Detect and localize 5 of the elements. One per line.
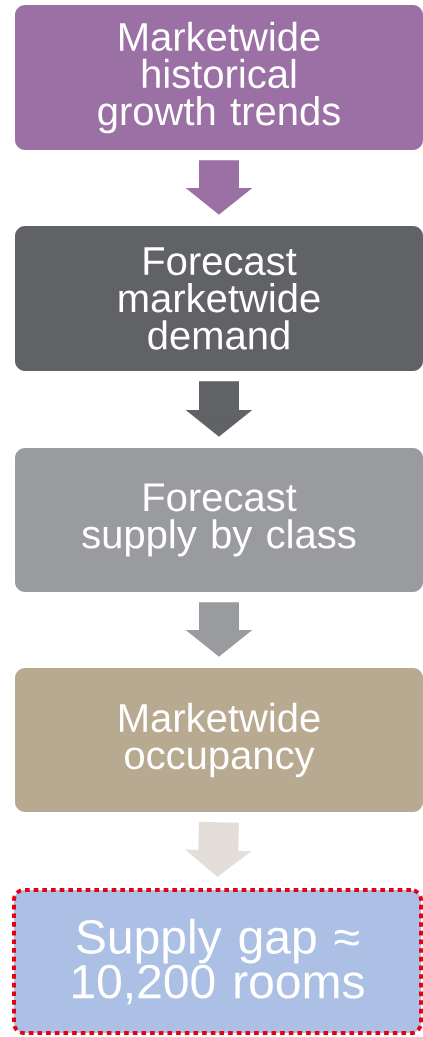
- process-box: Forecast marketwide demand: [15, 226, 423, 371]
- process-box: Marketwide occupancy: [15, 668, 423, 812]
- process-box: Forecast supply by class: [15, 448, 423, 592]
- process-box: Marketwide historical growth trends: [15, 5, 423, 150]
- process-box: Supply gap ≈ 10,200 rooms: [12, 888, 423, 1035]
